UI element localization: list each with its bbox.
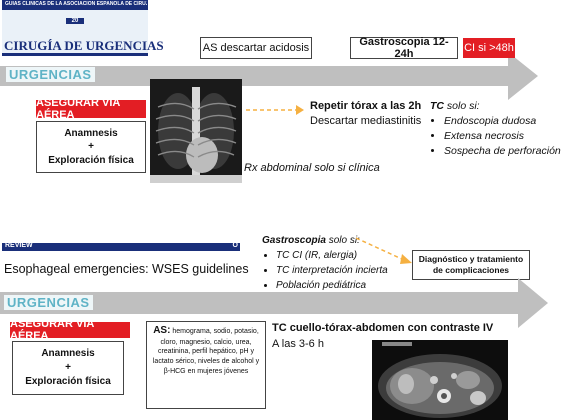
airway-text-top: ASEGURAR VÍA AÉREA <box>36 97 120 121</box>
anamnesis-line1: Anamnesis <box>41 348 95 359</box>
repeat-xray-title: Repetir tórax a las 2h <box>310 100 422 112</box>
tc-item: Endoscopia dudosa <box>444 114 566 129</box>
tc-rest: solo si: <box>444 100 480 112</box>
gastro-item: TC CI (IR, alergia) <box>276 248 412 263</box>
review-label: REVIEW <box>5 242 33 249</box>
journal-cover: GUÍAS CLÍNICAS DE LA ASOCIACIÓN ESPAÑOLA… <box>2 0 164 56</box>
as-labs-box: AS: hemograma, sodio, potasio, cloro, ma… <box>146 321 266 409</box>
anamnesis-box-top: Anamnesis + Exploración física <box>36 121 146 173</box>
anamnesis-line1: Anamnesis <box>64 127 118 139</box>
diagnosis-box: Diagnóstico y tratamiento de complicacio… <box>412 250 530 280</box>
as-acidosis-text: AS descartar acidosis <box>202 42 310 54</box>
as-labs-label: AS: <box>153 325 171 336</box>
chest-xray-image <box>150 79 242 183</box>
tc-bold: TC <box>430 100 444 112</box>
airway-text-bottom: ASEGURAR VÍA AÉREA <box>10 318 94 342</box>
gastro-criteria-title: Gastroscopia solo si: <box>262 235 412 246</box>
journal-header-text: GUÍAS CLÍNICAS DE LA ASOCIACIÓN ESPAÑOLA… <box>5 1 147 7</box>
dashed-arrow-top <box>246 105 304 115</box>
airway-banner-top: ASEGURAR VÍA AÉREA <box>36 97 146 121</box>
tc-protocol-sub: A las 3-6 h <box>272 338 324 350</box>
urgencias-label-bottom: URGENCIAS <box>4 295 93 310</box>
gastro-item: TC interpretación incierta <box>276 263 412 278</box>
anamnesis-line2: + <box>88 141 94 153</box>
as-acidosis-box: AS descartar acidosis <box>200 37 312 59</box>
anamnesis-line3: Exploración física <box>25 376 111 387</box>
gastro-item: Población pediátrica <box>276 278 412 293</box>
dashed-arrow-bottom <box>356 237 412 264</box>
journal-number: 20 <box>66 18 84 24</box>
flow-arrow-bottom <box>0 278 548 328</box>
tc-item: Sospecha de perforación <box>444 144 566 159</box>
tc-item: Extensa necrosis <box>444 129 566 144</box>
journal-underline <box>2 53 148 56</box>
as-labs-text: hemograma, sodio, potasio, cloro, magnes… <box>152 328 260 375</box>
anamnesis-box-bottom: Anamnesis + Exploración física <box>12 341 124 395</box>
gastro-bold: Gastroscopia <box>262 235 326 246</box>
guideline-title: Esophageal emergencies: WSES guidelines <box>4 262 249 276</box>
tc-protocol-title: TC cuello-tórax-abdomen con contraste IV <box>272 322 494 334</box>
ci-badge-text: CI si >48h <box>464 42 514 54</box>
anamnesis-line2: + <box>65 362 71 373</box>
tc-criteria-top: TC solo si: Endoscopia dudosa Extensa ne… <box>430 100 566 160</box>
urgencias-label-top: URGENCIAS <box>6 67 95 82</box>
gastroscopy-text: Gastroscopia 12-24h <box>359 36 449 60</box>
ct-scan-image <box>372 340 508 420</box>
flow-arrow-top <box>0 52 538 100</box>
gastro-rest: solo si: <box>325 235 360 246</box>
review-bar: REVIEW O <box>2 242 240 251</box>
diagnosis-text: Diagnóstico y tratamiento de complicacio… <box>418 253 524 275</box>
gastroscopy-box: Gastroscopia 12-24h <box>350 36 458 60</box>
rx-abdominal-note: Rx abdominal solo si clínica <box>244 162 380 174</box>
anamnesis-line3: Exploración física <box>48 154 134 166</box>
review-suffix: O <box>232 242 238 249</box>
journal-title: CIRUGÍA DE URGENCIAS <box>4 38 164 53</box>
gastro-criteria: Gastroscopia solo si: TC CI (IR, alergia… <box>262 235 412 293</box>
journal-header-bar <box>2 0 148 10</box>
tc-criteria-title: TC solo si: <box>430 100 566 112</box>
ci-badge: CI si >48h <box>463 38 515 58</box>
airway-banner-bottom: ASEGURAR VÍA AÉREA <box>10 318 130 342</box>
repeat-xray-sub: Descartar mediastinitis <box>310 115 422 127</box>
